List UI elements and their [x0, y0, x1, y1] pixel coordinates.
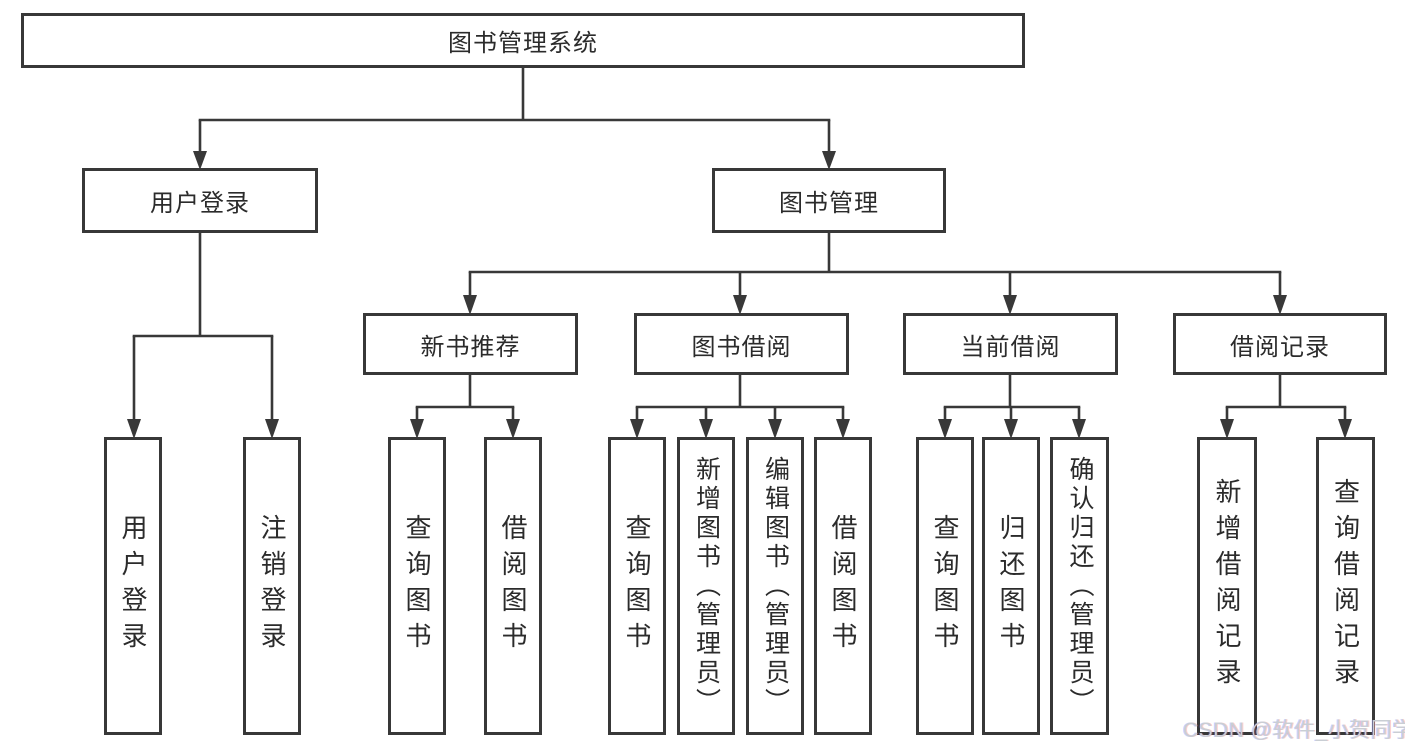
node-user-login: 用户登录: [82, 168, 318, 233]
leaf-query-borrow-record: 查询借阅记录: [1316, 437, 1375, 735]
leaf-label: 新增图书（管理员）: [692, 455, 721, 717]
connector-borrow-records-to-leaves: [1220, 375, 1352, 439]
connector-book-management-to-level3: [463, 233, 1287, 315]
arrowhead: [938, 419, 952, 439]
node-borrow-records: 借阅记录: [1173, 313, 1387, 375]
arrowhead: [630, 419, 644, 439]
arrowhead: [1273, 295, 1287, 315]
arrowhead: [1338, 419, 1352, 439]
watermark-text: CSDN @软件_小贺同学: [1183, 719, 1405, 742]
arrowhead: [1072, 419, 1086, 439]
leaf-label: 借阅图书: [828, 514, 858, 658]
leaf-label: 借阅图书: [498, 514, 528, 658]
arrowhead: [410, 419, 424, 439]
node-book-borrow: 图书借阅: [634, 313, 849, 375]
arrowhead: [127, 419, 141, 439]
leaf-label: 注销登录: [257, 514, 287, 658]
arrowhead: [265, 419, 279, 439]
arrowhead: [1003, 295, 1017, 315]
leaf-borrow-books-borrow: 借阅图书: [814, 437, 872, 735]
leaf-label: 查询借阅记录: [1330, 478, 1361, 694]
connector-user-login-to-leaves: [127, 233, 279, 439]
arrowhead: [733, 295, 747, 315]
leaf-query-books-current: 查询图书: [916, 437, 974, 735]
leaf-label: 新增借阅记录: [1212, 478, 1242, 694]
leaf-query-books-borrow: 查询图书: [608, 437, 666, 735]
leaf-label: 查询图书: [402, 514, 432, 658]
leaf-label: 查询图书: [930, 514, 960, 658]
node-root: 图书管理系统: [21, 13, 1025, 68]
leaf-confirm-return-admin: 确认归还（管理员）: [1050, 437, 1109, 735]
arrowhead: [699, 419, 713, 439]
arrowhead: [836, 419, 850, 439]
leaf-label: 确认归还（管理员）: [1066, 455, 1094, 717]
leaf-borrow-books-recommend: 借阅图书: [484, 437, 542, 735]
leaf-label: 查询图书: [622, 514, 652, 658]
leaf-add-book-admin: 新增图书（管理员）: [677, 437, 735, 735]
arrowhead: [463, 295, 477, 315]
arrowhead: [822, 151, 836, 170]
connector-book-borrow-to-leaves: [630, 375, 850, 439]
arrowhead: [1220, 419, 1234, 439]
connector-root-to-level2: [193, 68, 836, 170]
leaf-user-login: 用户登录: [104, 437, 162, 735]
arrowhead: [1004, 419, 1018, 439]
leaf-return-books: 归还图书: [982, 437, 1040, 735]
arrowhead: [768, 419, 782, 439]
leaf-add-borrow-record: 新增借阅记录: [1197, 437, 1257, 735]
node-current-borrow: 当前借阅: [903, 313, 1118, 375]
arrowhead: [506, 419, 520, 439]
leaf-logout: 注销登录: [243, 437, 301, 735]
arrowhead: [193, 151, 207, 170]
leaf-label: 归还图书: [996, 514, 1026, 658]
node-book-management: 图书管理: [712, 168, 946, 233]
leaf-edit-book-admin: 编辑图书（管理员）: [746, 437, 804, 735]
leaf-label: 编辑图书（管理员）: [761, 455, 790, 717]
connector-current-borrow-to-leaves: [938, 375, 1086, 439]
node-new-book-recommend: 新书推荐: [363, 313, 578, 375]
connector-new-book-to-leaves: [410, 375, 520, 439]
leaf-label: 用户登录: [118, 514, 148, 658]
leaf-query-books-recommend: 查询图书: [388, 437, 446, 735]
